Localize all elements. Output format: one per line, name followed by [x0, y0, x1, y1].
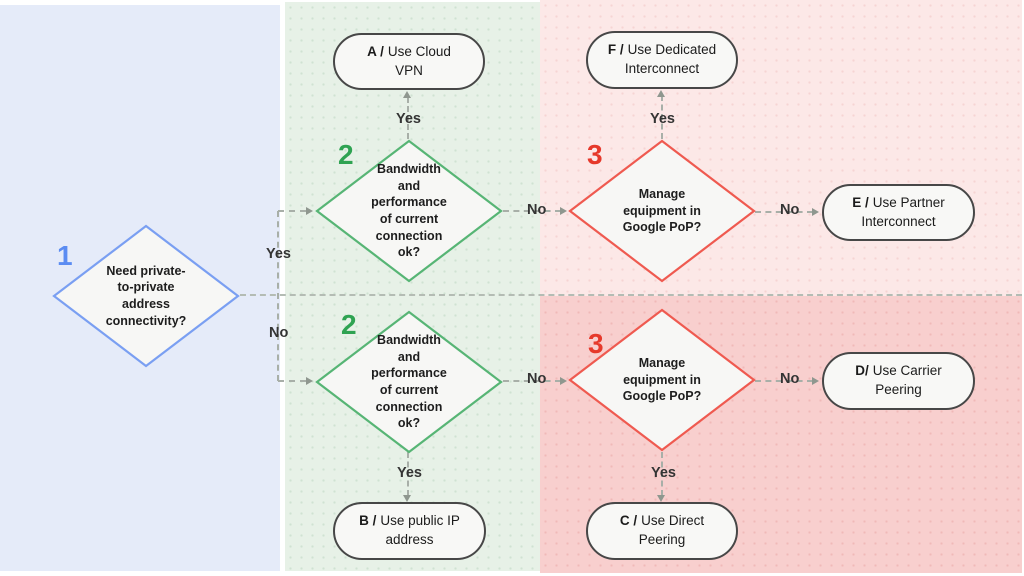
decision-3-bottom-question: Manage equipment in Google PoP? [622, 356, 702, 404]
arrowhead-d3-bottom [560, 377, 567, 385]
diamond-shape-green [315, 310, 503, 454]
decision-1-question: Need private- to-private address connect… [105, 263, 187, 328]
connector-d3bot-to-c [661, 452, 663, 496]
step-number-1: 1 [57, 240, 73, 271]
outcome-c-prefix: C / [619, 513, 638, 529]
outcome-d-prefix: D/ [855, 363, 869, 379]
edge-label-no-initial: No [269, 325, 289, 341]
decision-3-top-question: Manage equipment in Google PoP? [622, 187, 702, 235]
decision-2-top-question: Bandwidth and performance of current con… [371, 162, 447, 260]
step-number-2-bottom: 2 [341, 309, 357, 340]
dashed-divider-line [240, 294, 1022, 296]
outcome-f-label: Use Dedicated Interconnect [624, 42, 717, 76]
connector-d2bot-to-d3bot [503, 380, 561, 382]
outcome-f-prefix: F / [607, 42, 624, 58]
decision-2-top-bandwidth-ok: Bandwidth and performance of current con… [315, 139, 503, 283]
arrowhead-e [812, 208, 819, 216]
connector-d3bot-to-d [755, 380, 813, 382]
connector-d3top-to-f [661, 95, 663, 139]
outcome-b-use-public-ip: B /Use public IP address [333, 502, 486, 560]
edge-label-no-d2top: No [527, 202, 547, 218]
edge-label-yes-to-a: Yes [396, 111, 421, 127]
arrowhead-a [403, 91, 411, 98]
diamond-shape-green [315, 139, 503, 283]
arrowhead-d2-top [306, 207, 313, 215]
edge-label-yes-to-b: Yes [397, 465, 422, 481]
connector-d2top-to-d3top [503, 210, 561, 212]
diamond-shape-red [568, 139, 756, 283]
edge-label-yes-to-c: Yes [651, 465, 676, 481]
diamond-shape-red [568, 308, 756, 452]
step-number-3-top: 3 [587, 139, 603, 170]
step-number-3-bottom: 3 [588, 328, 604, 359]
outcome-d-label: Use Carrier Peering [872, 363, 942, 397]
decision-3-top-manage-equipment: Manage equipment in Google PoP? [568, 139, 756, 283]
edge-label-yes-initial: Yes [266, 246, 291, 262]
edge-label-no-to-e: No [780, 202, 800, 218]
decision-3-bottom-manage-equipment: Manage equipment in Google PoP? [568, 308, 756, 452]
arrowhead-d [812, 377, 819, 385]
outcome-e-label: Use Partner Interconnect [861, 194, 945, 229]
outcome-f-use-dedicated-interconnect: F /Use Dedicated Interconnect [586, 31, 738, 89]
connector-d2top-to-a [407, 97, 409, 139]
decision-1-need-private-connectivity: Need private- to-private address connect… [52, 224, 240, 368]
arrowhead-d2-bottom [306, 377, 313, 385]
outcome-a-prefix: A / [367, 43, 384, 59]
decision-2-bottom-question: Bandwidth and performance of current con… [371, 333, 447, 431]
outcome-a-use-cloud-vpn: A /Use Cloud VPN [333, 33, 485, 90]
decision-2-bottom-bandwidth-ok: Bandwidth and performance of current con… [315, 310, 503, 454]
step-number-2-top: 2 [338, 139, 354, 170]
edge-label-no-to-d: No [780, 371, 800, 387]
connector-no-to-d2-bottom [278, 380, 306, 382]
arrowhead-c [657, 495, 665, 502]
edge-label-yes-to-f: Yes [650, 111, 675, 127]
diamond-shape-blue [52, 224, 240, 368]
outcome-b-prefix: B / [359, 513, 377, 529]
outcome-c-use-direct-peering: C /Use Direct Peering [586, 502, 738, 560]
connector-branch-vertical [277, 211, 279, 381]
region-step2-green [285, 2, 540, 571]
arrowhead-b [403, 495, 411, 502]
connector-d2bot-to-b [407, 452, 409, 496]
outcome-a-label: Use Cloud VPN [387, 43, 451, 78]
outcome-e-prefix: E / [852, 194, 869, 210]
outcome-e-use-partner-interconnect: E /Use Partner Interconnect [822, 184, 975, 241]
outcome-d-use-carrier-peering: D/Use Carrier Peering [822, 352, 975, 410]
outcome-b-label: Use public IP address [380, 513, 460, 547]
arrowhead-f [657, 90, 665, 97]
arrowhead-d3-top [560, 207, 567, 215]
connector-yes-to-d2-top [278, 210, 306, 212]
outcome-c-label: Use Direct Peering [638, 513, 705, 547]
connector-d3top-to-e [755, 211, 813, 213]
edge-label-no-d2bot: No [527, 371, 547, 387]
